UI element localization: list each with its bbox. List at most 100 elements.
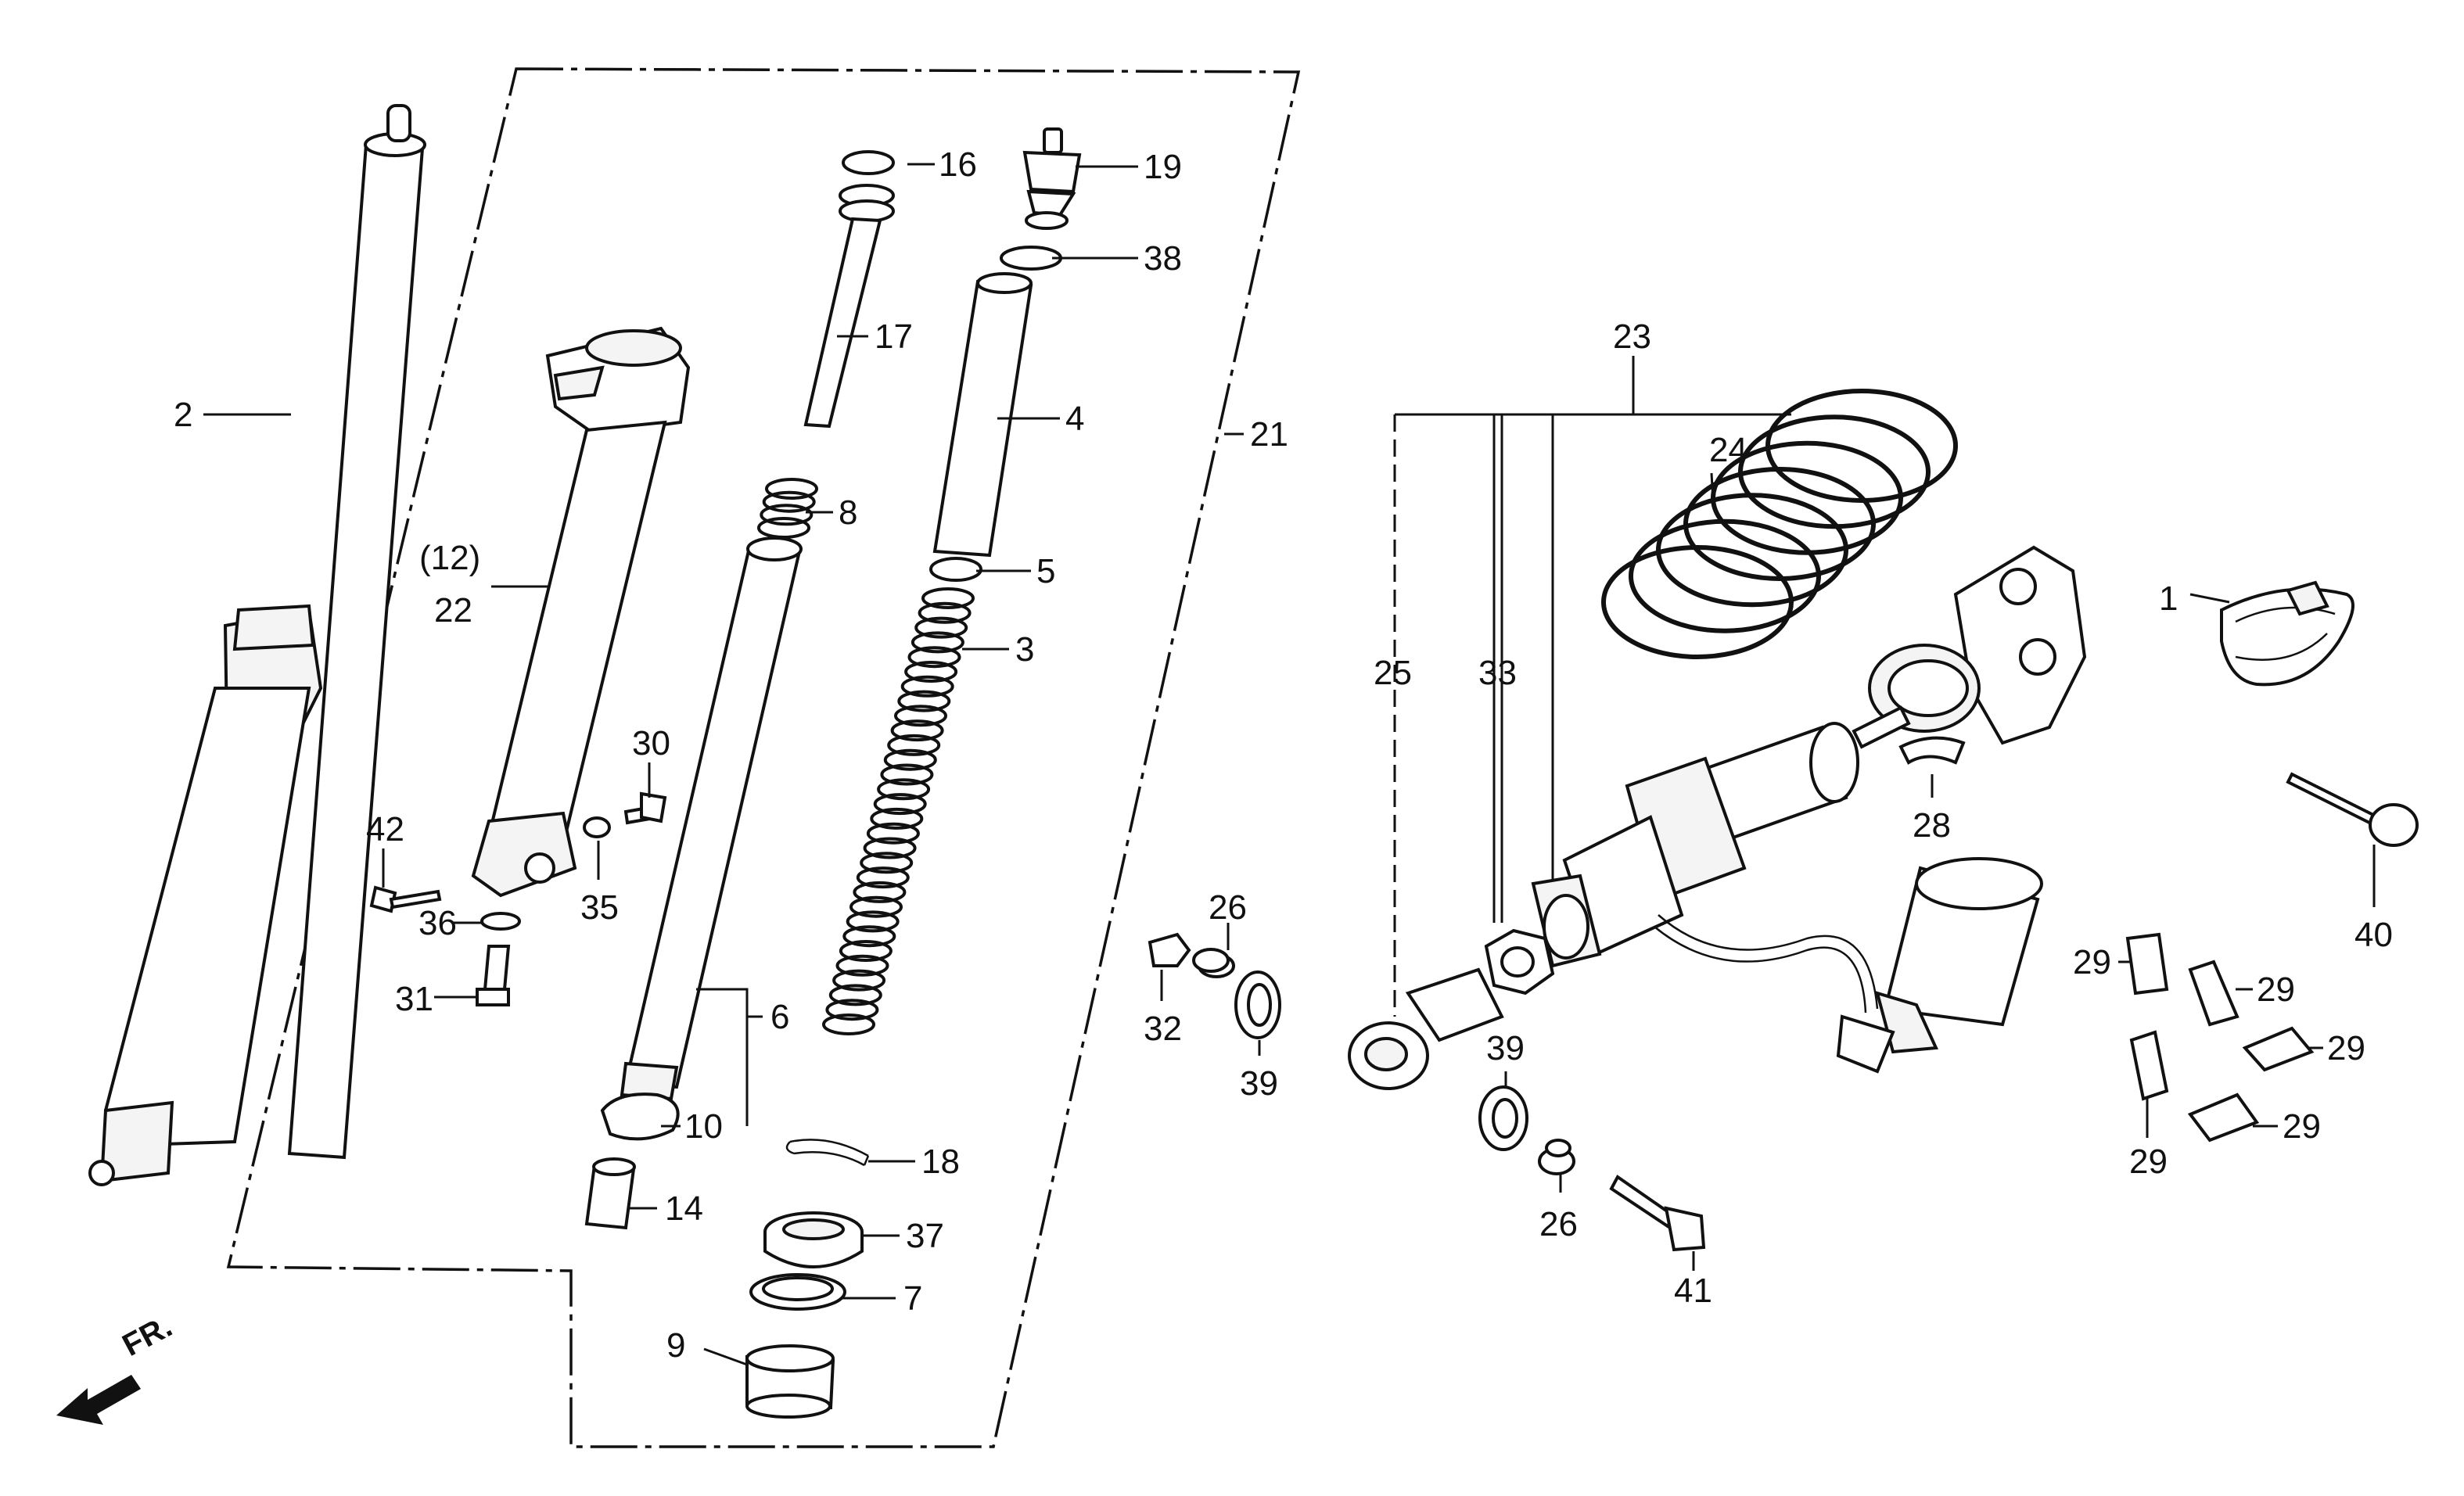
spring-coil (904, 661, 958, 683)
locknut-33 (1484, 928, 1555, 996)
back-up-ring-7 (749, 1273, 846, 1311)
spring-coil (918, 601, 972, 624)
callout-37: 37 (906, 1217, 944, 1255)
callout-29d: 29 (2129, 1143, 2168, 1181)
pad-29c (2242, 1026, 2315, 1072)
spacer-tube-4 (932, 272, 1033, 558)
callout-40: 40 (2354, 916, 2393, 954)
spring-coil (825, 999, 879, 1021)
bolt-42 (369, 885, 442, 913)
callout-16: 16 (939, 145, 977, 184)
callout-25: 25 (1374, 654, 1412, 692)
callout-41: 41 (1674, 1272, 1712, 1310)
clip-18 (785, 1139, 870, 1167)
callout-29a: 29 (2073, 943, 2111, 981)
spring-coil (887, 734, 941, 756)
front-marker-label: FR. (117, 1309, 178, 1363)
spring-coil (914, 616, 968, 639)
callout-9: 9 (666, 1326, 685, 1365)
callout-19: 19 (1144, 148, 1182, 186)
spring-coil (890, 719, 944, 742)
callout-32: 32 (1144, 1010, 1182, 1048)
callout-26b: 26 (1539, 1205, 1578, 1243)
rear-shock-body (1531, 545, 2087, 1074)
oil-seal-37 (763, 1211, 864, 1268)
shock-spring-24 (1601, 389, 1958, 659)
spring-coil (897, 690, 951, 712)
pad-29e (2187, 1092, 2260, 1143)
o-ring-38 (1000, 246, 1062, 271)
inner-tube-6 (620, 536, 803, 1101)
callout-39a: 39 (1240, 1064, 1278, 1103)
cap-bolt-19 (1022, 127, 1082, 230)
fork-tube-assembly-2 (88, 104, 426, 1186)
callout-7: 7 (903, 1279, 922, 1318)
spring-coil (842, 925, 896, 948)
guide-bushing-9 (745, 1344, 835, 1419)
spring-coil (883, 748, 937, 771)
bolt-30 (623, 791, 667, 825)
fork-slider-22 (471, 326, 691, 898)
callout-30: 30 (632, 724, 670, 762)
callout-28: 28 (1913, 806, 1951, 845)
spring-coil (894, 705, 947, 727)
callout-6: 6 (770, 998, 789, 1036)
callout-8: 8 (839, 493, 857, 532)
washer-36 (480, 912, 521, 931)
spring-coil (853, 881, 907, 903)
callout-39b: 39 (1486, 1029, 1525, 1067)
spring-coil (907, 646, 961, 669)
callout-29c: 29 (2327, 1029, 2365, 1067)
spring-coil (880, 763, 934, 786)
callout-labels: 1 2 3 4 5 6 7 8 9 10 (12) 14 16 17 18 19… (174, 145, 2393, 1365)
washer-5 (929, 557, 982, 582)
callout-14: 14 (665, 1189, 703, 1228)
strap-1 (2220, 580, 2354, 687)
kit-boundary-21 (226, 67, 1301, 1448)
spring-coil (765, 478, 818, 500)
spring-coil (921, 587, 975, 609)
spring-coil (839, 940, 893, 962)
spring-coil (828, 984, 882, 1006)
spring-coil (870, 807, 924, 830)
callout-26a: 26 (1209, 888, 1247, 927)
clip-28 (1898, 736, 1966, 765)
callout-12: (12) (419, 539, 480, 577)
nut-32 (1148, 932, 1191, 967)
bolt-41 (1609, 1175, 1706, 1252)
spring-coil (1629, 518, 1821, 633)
fork-spring-3 (822, 587, 975, 1035)
callout-22: 22 (434, 591, 472, 630)
callout-29b: 29 (2257, 970, 2295, 1009)
spring-coil (846, 910, 900, 933)
spring-coil (856, 866, 910, 889)
callout-17: 17 (875, 317, 913, 356)
bolt-31 (476, 945, 511, 1006)
washer-35 (583, 816, 611, 838)
callout-24: 24 (1709, 431, 1747, 469)
callout-23: 23 (1613, 317, 1651, 356)
callout-1: 1 (2159, 579, 2178, 618)
callout-29e: 29 (2283, 1107, 2321, 1146)
assembly-bracket-23 (1393, 356, 1791, 1017)
callout-42: 42 (366, 810, 404, 848)
callout-21: 21 (1250, 415, 1288, 454)
callout-3: 3 (1015, 630, 1034, 669)
spring-coil (863, 837, 917, 859)
spring-8 (757, 478, 818, 539)
callout-5: 5 (1036, 552, 1055, 590)
callout-31: 31 (395, 980, 433, 1018)
bolt-40 (2286, 772, 2419, 847)
spring-coil (835, 954, 889, 977)
spring-coil (760, 504, 814, 526)
callout-38: 38 (1144, 239, 1182, 278)
eyelet-25 (1348, 967, 1504, 1090)
spring-coil (866, 822, 920, 845)
spring-coil (877, 778, 931, 801)
callout-35: 35 (580, 888, 619, 927)
spring-coil (757, 517, 810, 539)
spring-coil (1601, 545, 1794, 659)
front-arrow-icon (56, 1375, 141, 1425)
pad-29b (2188, 960, 2240, 1027)
